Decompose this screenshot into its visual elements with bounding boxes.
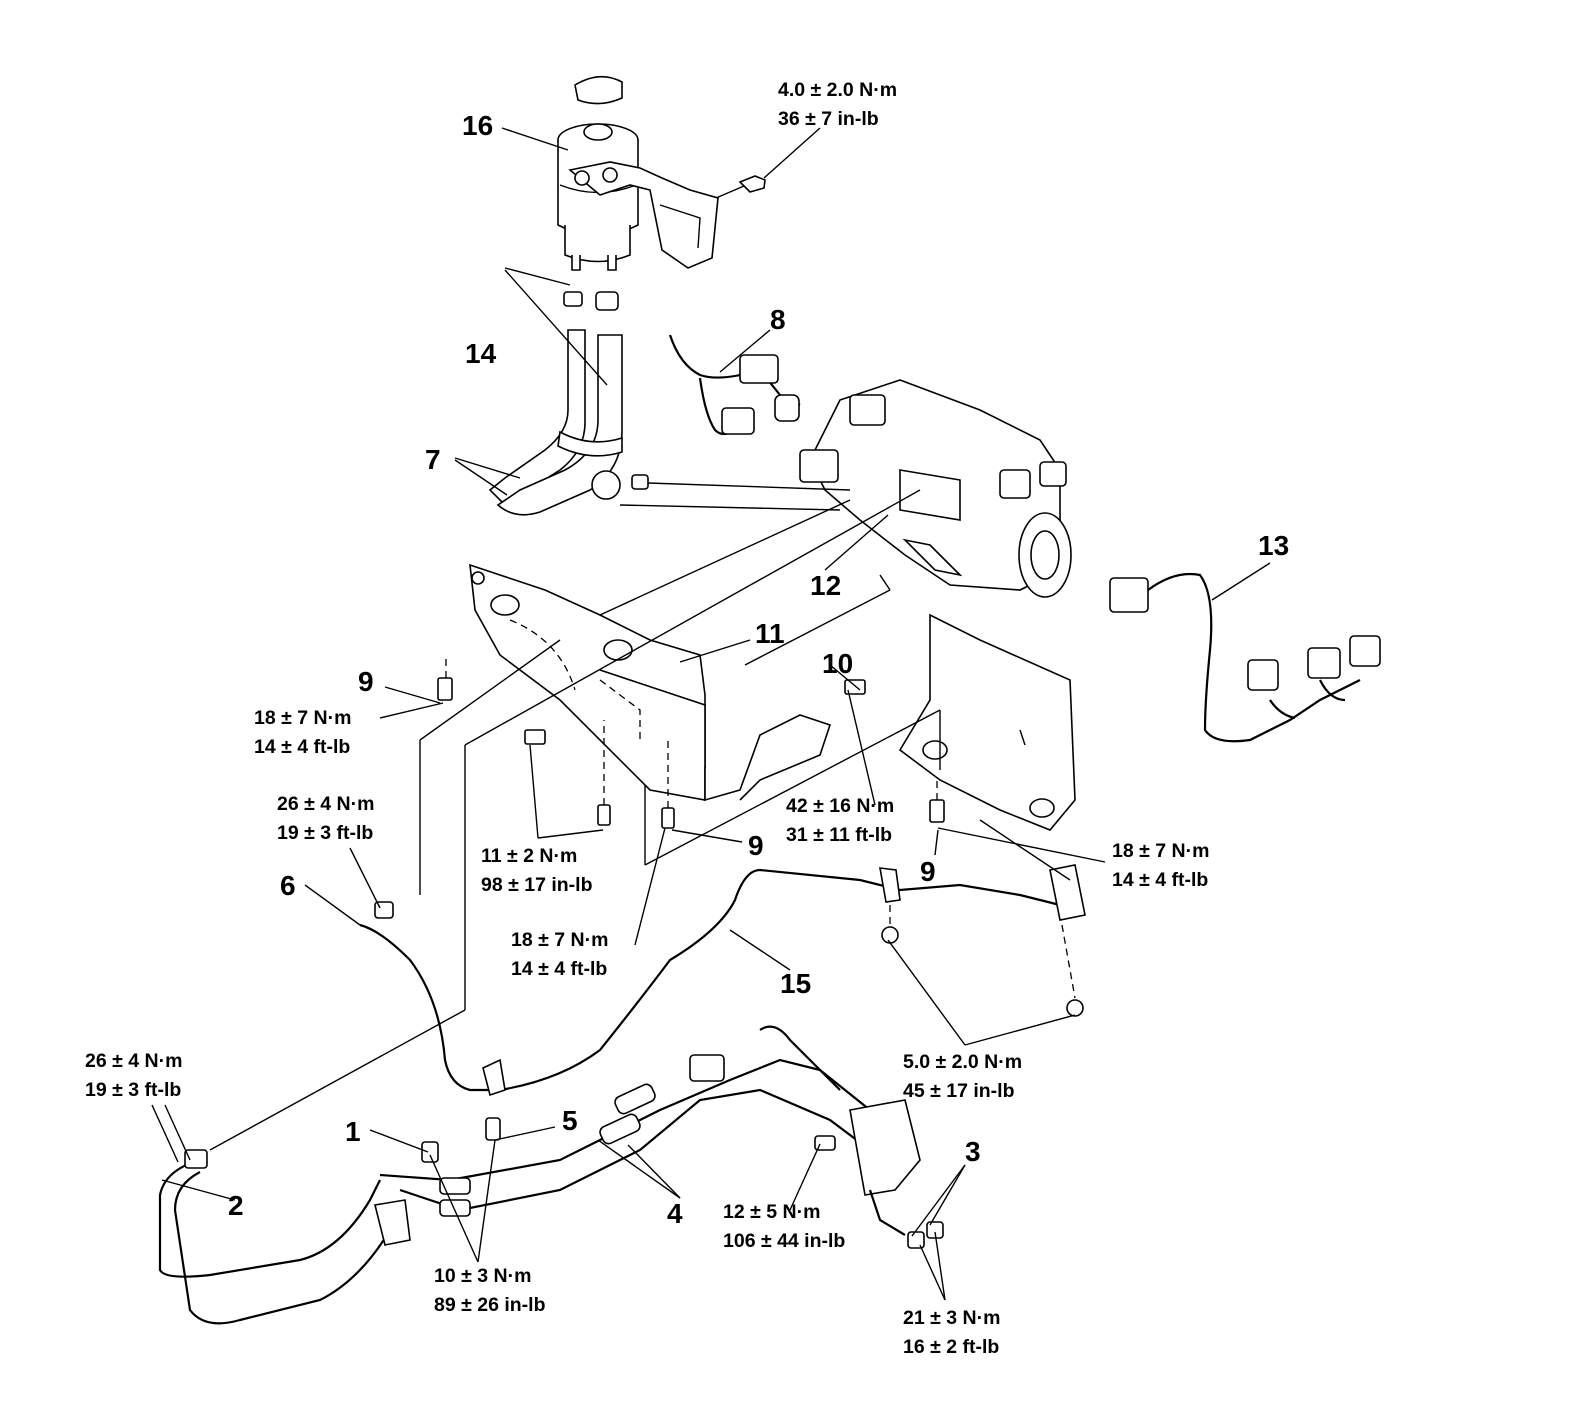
harness-13-drawing [1109,572,1381,743]
part-label-9-right: 9 [920,856,936,887]
torque-9-left: 18 ± 7 N·m 14 ± 4 ft-lb [254,704,351,762]
hose-pair-drawing [488,291,649,516]
torque-imperial: 14 ± 4 ft-lb [254,736,351,758]
part-label-8: 8 [770,304,786,335]
bolts-drawing [437,655,945,829]
torque-imperial: 14 ± 4 ft-lb [1112,869,1209,891]
part-label-11: 11 [755,618,785,649]
part-label-5: 5 [562,1105,578,1136]
torque-imperial: 14 ± 4 ft-lb [511,958,608,980]
torque-imperial: 19 ± 3 ft-lb [277,822,374,844]
bracket-11-drawing [469,563,832,802]
torque-imperial: 106 ± 44 in-lb [723,1230,846,1252]
part-label-16: 16 [462,110,494,141]
torque-metric: 21 ± 3 N·m [903,1307,1001,1329]
pipes-lower-drawing [158,905,1084,1325]
torque-metric: 10 ± 3 N·m [434,1265,532,1287]
part-label-15: 15 [780,968,812,999]
torque-imperial: 98 ± 17 in-lb [481,874,593,896]
reservoir-tank-drawing [557,75,719,271]
part-label-10: 10 [822,648,854,679]
part-label-14: 14 [465,338,497,369]
part-label-7: 7 [425,444,441,475]
torque-15-nuts: 5.0 ± 2.0 N·m 45 ± 17 in-lb [903,1048,1022,1106]
torque-metric: 11 ± 2 N·m [481,845,578,867]
part-label-13: 13 [1258,530,1290,561]
plate-10-drawing [898,613,1076,831]
routing-lines [209,489,1071,1151]
part-label-2: 2 [228,1190,244,1221]
torque-imperial: 45 ± 17 in-lb [903,1080,1015,1102]
torque-3: 21 ± 3 N·m 16 ± 2 ft-lb [903,1304,1000,1362]
torque-metric: 12 ± 5 N·m [723,1201,821,1223]
torque-9-center: 18 ± 7 N·m 14 ± 4 ft-lb [511,926,608,984]
harness-8-drawing [668,334,801,436]
part-label-6: 6 [280,870,296,901]
torque-1-5: 10 ± 3 N·m 89 ± 26 in-lb [434,1262,546,1320]
part-label-1: 1 [345,1116,361,1147]
pipe-15-drawing [359,864,1086,1097]
torque-metric: 42 ± 16 N·m [786,795,895,817]
torque-reservoir-bolt: 4.0 ± 2.0 N·m 36 ± 7 in-lb [778,76,897,134]
torque-metric: 26 ± 4 N·m [85,1050,183,1072]
torque-metric: 18 ± 7 N·m [254,707,352,729]
torque-10: 42 ± 16 N·m 31 ± 11 ft-lb [786,792,894,850]
part-label-9-left: 9 [358,666,374,697]
torque-metric: 18 ± 7 N·m [1112,840,1210,862]
torque-imperial: 16 ± 2 ft-lb [903,1336,1000,1358]
torque-2: 26 ± 4 N·m 19 ± 3 ft-lb [85,1047,182,1105]
pump-unit-12-drawing [619,379,1072,598]
torque-metric: 4.0 ± 2.0 N·m [778,79,898,101]
torque-metric: 5.0 ± 2.0 N·m [903,1051,1023,1073]
torque-9-right: 18 ± 7 N·m 14 ± 4 ft-lb [1112,837,1209,895]
torque-imperial: 36 ± 7 in-lb [778,108,879,130]
leader-lines [151,127,1271,1301]
part-label-12: 12 [810,570,842,601]
torque-6: 26 ± 4 N·m 19 ± 3 ft-lb [277,790,374,848]
torque-imperial: 89 ± 26 in-lb [434,1294,546,1316]
reservoir-bolt-drawing [715,127,821,199]
torque-metric: 18 ± 7 N·m [511,929,609,951]
torque-bracket-bolt: 11 ± 2 N·m 98 ± 17 in-lb [481,842,593,900]
torque-clamp: 12 ± 5 N·m 106 ± 44 in-lb [723,1198,845,1256]
part-label-9-center: 9 [748,830,764,861]
torque-imperial: 19 ± 3 ft-lb [85,1079,182,1101]
torque-metric: 26 ± 4 N·m [277,793,375,815]
part-label-4: 4 [667,1198,683,1229]
part-label-3: 3 [965,1136,981,1167]
torque-imperial: 31 ± 11 ft-lb [786,824,893,846]
